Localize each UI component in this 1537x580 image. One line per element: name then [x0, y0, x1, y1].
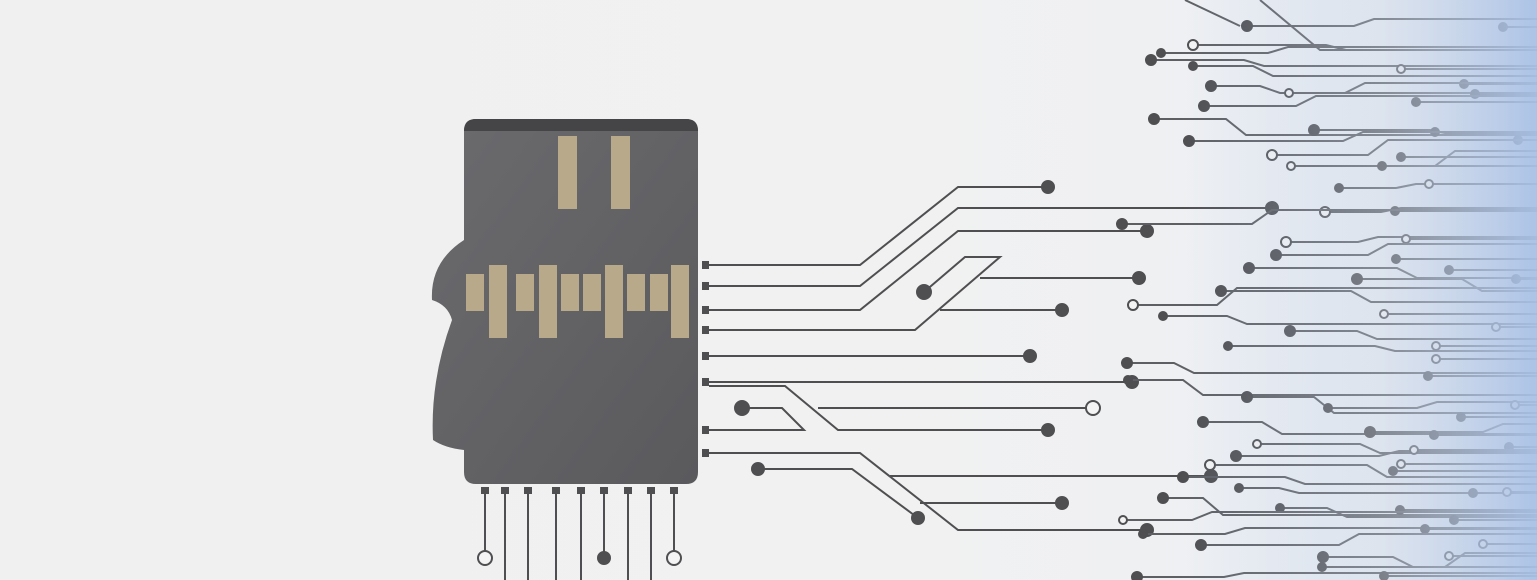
trace-end-dot	[1041, 423, 1055, 437]
trace-end-dot	[1055, 303, 1069, 317]
side-pin	[702, 426, 709, 434]
trace-line	[709, 256, 1003, 331]
side-pin	[702, 378, 709, 386]
blue-fade-overlay	[1180, 0, 1537, 580]
contact-pad	[539, 265, 557, 338]
microsd-card	[431, 119, 698, 484]
trace-line	[709, 385, 1048, 431]
top-contact	[611, 136, 630, 209]
trace-line	[709, 230, 1147, 311]
side-pin	[702, 282, 709, 290]
trace-end-dot	[751, 462, 765, 476]
trace-line	[758, 468, 919, 519]
bottom-pin	[524, 487, 532, 494]
trace-end-dot	[1023, 349, 1037, 363]
trace-line	[709, 207, 1272, 287]
contact-pad	[466, 274, 484, 311]
bottom-pin	[647, 487, 655, 494]
side-pin	[702, 326, 709, 334]
bottom-pin	[670, 487, 678, 494]
trace-line	[709, 452, 1147, 531]
trace-end-dot	[1138, 529, 1148, 539]
trace-end-dot	[1140, 224, 1154, 238]
trace-end-dot	[1156, 48, 1166, 58]
trace-end-ring	[666, 550, 682, 566]
trace-end-dot	[1157, 492, 1169, 504]
bottom-pin	[501, 487, 509, 494]
card-top-strip	[464, 119, 698, 131]
trace-end-ring	[1085, 400, 1101, 416]
trace-line	[709, 407, 807, 431]
trace-line	[709, 186, 1048, 266]
trace-end-dot	[916, 284, 932, 300]
trace-end-dot	[1116, 218, 1128, 230]
contact-pad	[516, 274, 534, 311]
bottom-pin	[577, 487, 585, 494]
trace-end-dot	[1055, 496, 1069, 510]
bottom-pin	[552, 487, 560, 494]
side-pin	[702, 352, 709, 360]
contact-pad	[671, 265, 689, 338]
trace-end-dot	[1148, 113, 1160, 125]
trace-end-dot	[734, 400, 750, 416]
gold-contacts	[466, 136, 689, 338]
contact-pad	[583, 274, 601, 311]
trace-end-dot	[911, 511, 925, 525]
trace-end-dot	[597, 551, 611, 565]
side-pin	[702, 449, 709, 457]
top-contact	[558, 136, 577, 209]
side-pin	[702, 306, 709, 314]
trace-end-dot	[1158, 311, 1168, 321]
trace-end-dot	[1123, 375, 1133, 385]
bottom-pin	[624, 487, 632, 494]
contact-pad	[561, 274, 579, 311]
card-pins	[481, 261, 709, 494]
trace-end-ring	[477, 550, 493, 566]
trace-end-dot	[1145, 54, 1157, 66]
trace-end-ring	[1127, 299, 1139, 311]
bottom-pin	[481, 487, 489, 494]
side-pin	[702, 261, 709, 269]
contact-pad	[489, 265, 507, 338]
contact-pad	[650, 274, 668, 311]
trace-end-ring	[1118, 515, 1128, 525]
trace-end-dot	[1041, 180, 1055, 194]
contact-pad	[627, 274, 645, 311]
bottom-pin	[600, 487, 608, 494]
contact-pad	[605, 265, 623, 338]
trace-end-dot	[1121, 357, 1133, 369]
trace-end-dot	[1132, 271, 1146, 285]
trace-end-dot	[1131, 571, 1143, 580]
